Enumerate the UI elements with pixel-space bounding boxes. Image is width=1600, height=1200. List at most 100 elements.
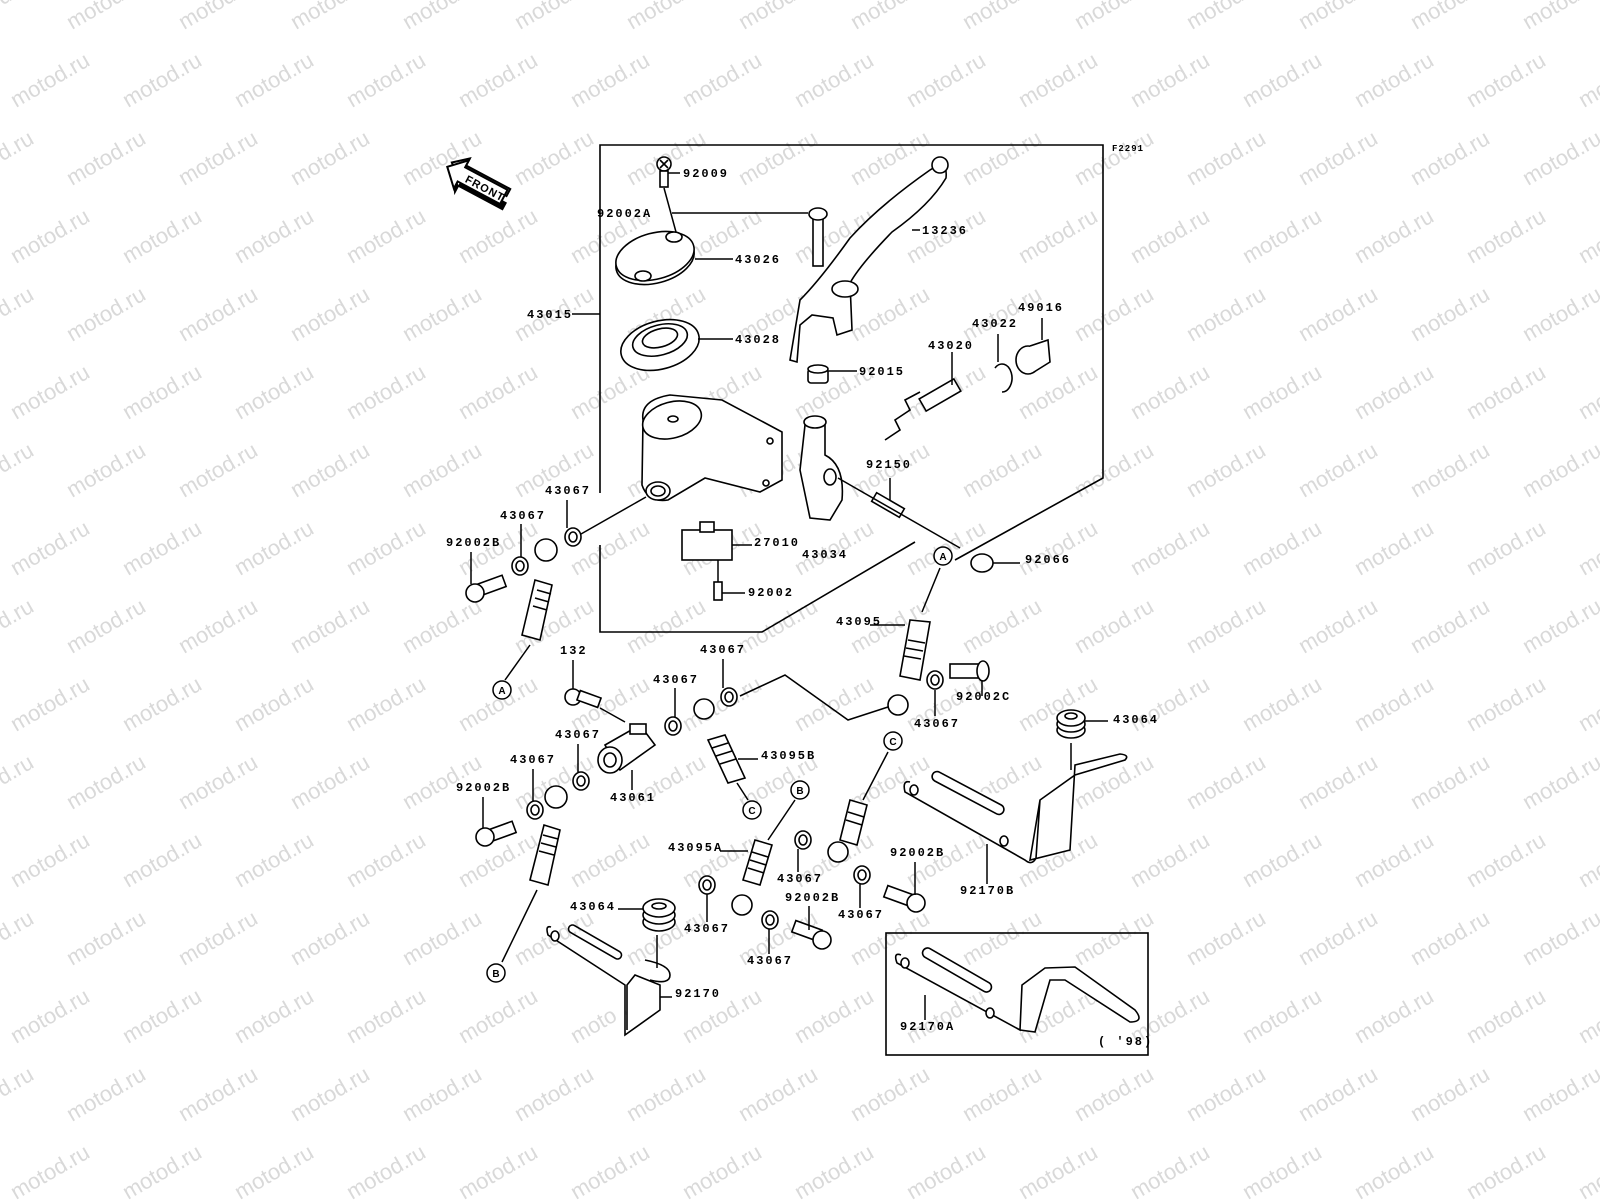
part-number-label: 43067 (747, 954, 793, 968)
watermark-text: motod.ru (6, 359, 94, 424)
watermark-text: motod.ru (286, 905, 374, 970)
watermark-text: motod.ru (0, 1061, 38, 1126)
reference-marker-circle (492, 680, 512, 700)
watermark-text: motod.ru (1294, 0, 1382, 34)
watermark-text: motod.ru (1070, 1061, 1158, 1126)
watermark-text: motod.ru (1070, 125, 1158, 190)
watermark-text: motod.ru (958, 905, 1046, 970)
watermark-text: motod.ru (174, 905, 262, 970)
watermark-text: motod.ru (0, 905, 38, 970)
part-number-label: 43067 (510, 753, 556, 767)
watermark-text: motod.ru (230, 47, 318, 112)
watermark-text: motod.ru (1406, 125, 1494, 190)
part-number-label: 43034 (802, 548, 848, 562)
part-number-label: 43067 (777, 872, 823, 886)
watermark-text: motod.ru (678, 1139, 766, 1200)
watermark-text: motod.ru (342, 671, 430, 736)
part-number-label: 43026 (735, 253, 781, 267)
watermark-text: motod.ru (118, 671, 206, 736)
part-number-label: 13236 (922, 224, 968, 238)
reference-marker-circle (486, 963, 506, 983)
watermark-text: motod.ru (1518, 281, 1600, 346)
part-number-label: 43067 (700, 643, 746, 657)
watermark-text: motod.ru (398, 593, 486, 658)
watermark-text: motod.ru (1350, 203, 1438, 268)
watermark-text: motod.ru (1014, 47, 1102, 112)
part-number-label: 92066 (1025, 553, 1071, 567)
watermark-text: motod.ru (1462, 203, 1550, 268)
watermark-text: motod.ru (342, 203, 430, 268)
watermark-text: motod.ru (1294, 125, 1382, 190)
reference-marker-c: C (883, 731, 903, 751)
part-number-label: 27010 (754, 536, 800, 550)
watermark-text: motod.ru (1462, 1139, 1550, 1200)
watermark-text: motod.ru (1350, 359, 1438, 424)
watermark-text: motod.ru (230, 359, 318, 424)
washer-43067-b (511, 524, 529, 576)
part-number-label: 92170A (900, 1020, 955, 1034)
watermark-text: motod.ru (454, 671, 542, 736)
watermark-text: motod.ru (1574, 359, 1600, 424)
watermark-text: motod.ru (174, 125, 262, 190)
brake-hose-43095B (693, 698, 758, 801)
watermark-text: motod.ru (342, 983, 430, 1048)
reference-marker-circle (790, 780, 810, 800)
watermark-text: motod.ru (62, 281, 150, 346)
brake-hose-fitting-upper (504, 538, 558, 681)
reference-marker-circle (883, 731, 903, 751)
watermark-text: motod.ru (454, 203, 542, 268)
banjo-bolt-92002B-upper (465, 552, 508, 603)
master-cylinder-body (641, 394, 783, 502)
watermark-text: motod.ru (566, 515, 654, 580)
part-number-label: 43067 (914, 717, 960, 731)
watermark-text: motod.ru (286, 125, 374, 190)
watermark-text: motod.ru (1294, 437, 1382, 502)
watermark-text: motod.ru (622, 0, 710, 34)
bracket-92170B (903, 753, 1128, 884)
part-number-label: 43061 (610, 791, 656, 805)
watermark-text: motod.ru (1182, 593, 1270, 658)
part-number-label: 132 (560, 644, 588, 658)
watermark-text: motod.ru (174, 593, 262, 658)
watermark-text: motod.ru (1126, 827, 1214, 892)
watermark-text: motod.ru (1574, 515, 1600, 580)
reference-marker-c: C (742, 800, 762, 820)
washer-43067-i (853, 865, 871, 908)
watermark-text: motod.ru (1238, 827, 1326, 892)
watermark-text: motod.ru (734, 593, 822, 658)
part-number-label: 43067 (838, 908, 884, 922)
reference-marker-letter: A (498, 686, 505, 697)
watermark-text: motod.ru (286, 593, 374, 658)
watermark-text: motod.ru (790, 983, 878, 1048)
bracket-92170 (546, 924, 672, 1037)
part-number-label: 92150 (866, 458, 912, 472)
part-number-label: 92002B (890, 846, 945, 860)
washer-43067-d (664, 688, 682, 736)
watermark-text: motod.ru (1126, 1139, 1214, 1200)
watermark-text: motod.ru (958, 125, 1046, 190)
watermark-text: motod.ru (0, 125, 38, 190)
washer-43067-j (698, 875, 716, 922)
watermark-text: motod.ru (678, 47, 766, 112)
watermark-text: motod.ru (342, 827, 430, 892)
watermark-text: motod.ru (230, 203, 318, 268)
reference-marker-b: B (486, 963, 506, 983)
watermark-text: motod.ru (1294, 593, 1382, 658)
reference-marker-a: A (933, 546, 953, 566)
leader-lines (572, 172, 920, 372)
watermark-text: motod.ru (62, 749, 150, 814)
watermark-text: motod.ru (622, 1061, 710, 1126)
watermark-text: motod.ru (1406, 281, 1494, 346)
watermark-text: motod.ru (1070, 281, 1158, 346)
watermark-text: motod.ru (118, 1139, 206, 1200)
watermark-text: motod.ru (230, 671, 318, 736)
watermark-text: motod.ru (1462, 983, 1550, 1048)
watermark-text: motod.ru (1238, 515, 1326, 580)
watermark-text: motod.ru (958, 437, 1046, 502)
watermark-text: motod.ru (1406, 1061, 1494, 1126)
part-number-label: 43095B (761, 749, 816, 763)
watermark-text: motod.ru (1182, 1061, 1270, 1126)
watermark-text: motod.ru (174, 1061, 262, 1126)
